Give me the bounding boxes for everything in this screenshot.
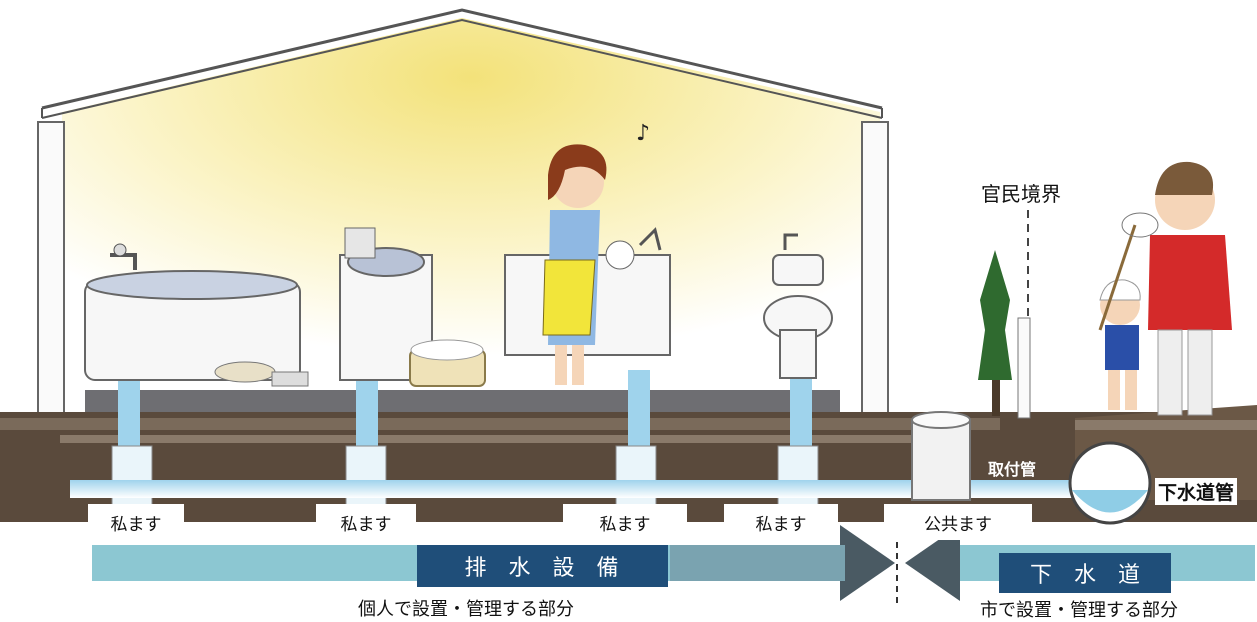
horizontal-drain-pipe — [70, 480, 1080, 498]
woman-washing-dishes — [542, 144, 635, 385]
toilet — [763, 233, 833, 379]
sewer-main-label: 下水道管 — [1155, 478, 1238, 505]
private-arrow-head — [840, 525, 895, 601]
music-note-icon: ♪ — [636, 121, 650, 146]
public-section-banner: 下水道 — [999, 553, 1171, 593]
public-inlet — [911, 419, 971, 501]
drain-pipe-washer — [356, 378, 378, 446]
drain-pipe-bath — [118, 378, 140, 446]
tree — [978, 250, 1012, 380]
public-inlet-label: 公共ます — [884, 504, 1032, 540]
private-responsibility-caption: 個人で設置・管理する部分 — [358, 599, 574, 620]
private-inlet-4 — [777, 445, 819, 511]
boundary-label: 官民境界 — [981, 182, 1061, 206]
laundry-basket — [409, 339, 486, 387]
private-inlet-label-2: 私ます — [316, 504, 416, 540]
bathtub — [84, 243, 301, 381]
public-responsibility-caption: 市で設置・管理する部分 — [980, 600, 1178, 621]
private-inlet-2 — [345, 445, 387, 511]
right-column — [861, 121, 889, 433]
public-arrow-head — [905, 525, 960, 601]
drain-pipe-toilet — [790, 378, 812, 446]
attach-pipe-label: 取付管 — [988, 460, 1037, 479]
left-column — [37, 121, 65, 433]
private-section-banner: 排水設備 — [417, 545, 668, 587]
house-roof — [41, 8, 883, 110]
father-figure — [1148, 161, 1232, 416]
private-inlet-label-1: 私ます — [88, 504, 184, 540]
private-inlet-label-3: 私ます — [563, 504, 687, 540]
drain-pipe-sink — [628, 370, 650, 446]
private-inlet-1 — [111, 445, 153, 511]
private-inlet-3 — [615, 445, 657, 511]
child-figure — [1098, 212, 1159, 410]
private-inlet-label-4: 私ます — [724, 504, 838, 540]
